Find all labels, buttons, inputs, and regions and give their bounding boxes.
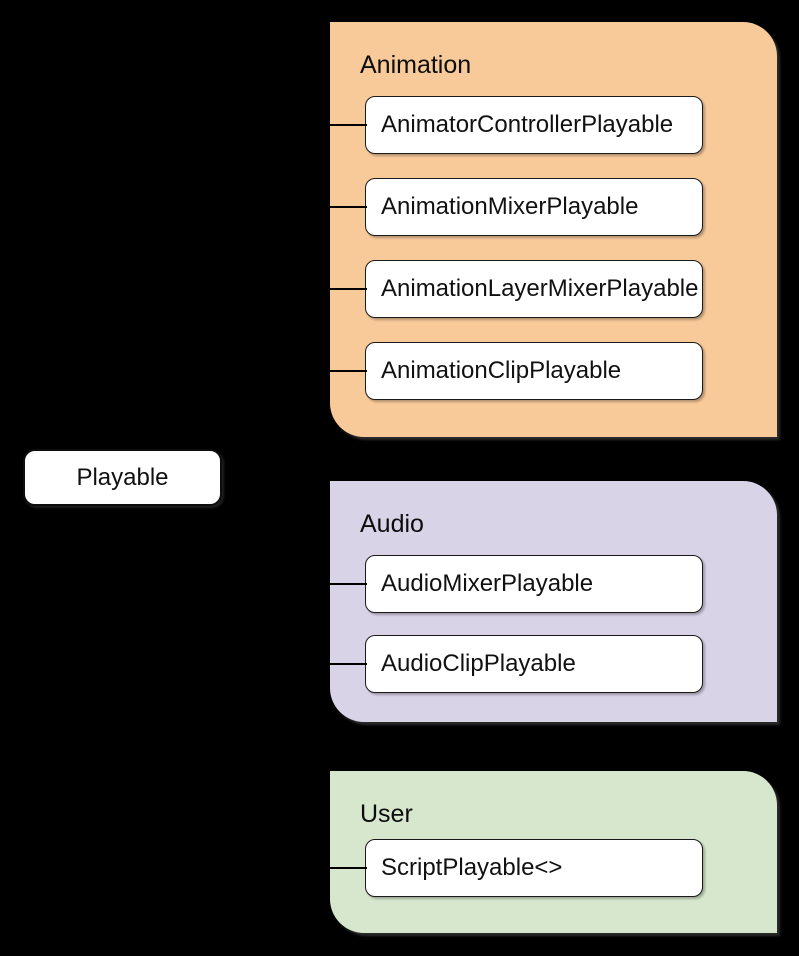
connector-line-audio-clip bbox=[222, 663, 367, 665]
group-audio-boxes: AudioMixerPlayable AudioClipPlayable bbox=[365, 555, 703, 693]
group-user-boxes: ScriptPlayable<> bbox=[365, 839, 703, 897]
node-playable: Playable bbox=[23, 449, 222, 506]
group-user: User ScriptPlayable<> bbox=[330, 771, 777, 933]
node-label: AnimatorControllerPlayable bbox=[381, 111, 674, 138]
node-label: AudioMixerPlayable bbox=[381, 570, 594, 597]
node-audio-clip-playable: AudioClipPlayable bbox=[365, 635, 703, 693]
node-animation-mixer-playable: AnimationMixerPlayable bbox=[365, 178, 703, 236]
connector-line-animator-controller bbox=[222, 124, 367, 126]
connector-line-animation-clip bbox=[222, 370, 367, 372]
node-label: AnimationLayerMixerPlayable bbox=[381, 275, 699, 302]
group-animation-title: Animation bbox=[360, 51, 472, 79]
node-audio-mixer-playable: AudioMixerPlayable bbox=[365, 555, 703, 613]
node-label: AudioClipPlayable bbox=[381, 650, 576, 677]
node-label: ScriptPlayable<> bbox=[381, 854, 563, 881]
node-label: AnimationMixerPlayable bbox=[381, 193, 639, 220]
node-animator-controller-playable: AnimatorControllerPlayable bbox=[365, 96, 703, 154]
connector-line-animation-mixer bbox=[222, 206, 367, 208]
node-animation-layer-mixer-playable: AnimationLayerMixerPlayable bbox=[365, 260, 703, 318]
group-animation: Animation AnimatorControllerPlayable Ani… bbox=[330, 22, 777, 437]
connector-line-script-playable bbox=[222, 867, 367, 869]
group-animation-boxes: AnimatorControllerPlayable AnimationMixe… bbox=[365, 96, 703, 400]
group-user-title: User bbox=[360, 800, 413, 828]
group-audio-title: Audio bbox=[360, 510, 424, 538]
node-label: Playable bbox=[76, 463, 169, 491]
node-label: AnimationClipPlayable bbox=[381, 357, 622, 384]
node-script-playable: ScriptPlayable<> bbox=[365, 839, 703, 897]
node-animation-clip-playable: AnimationClipPlayable bbox=[365, 342, 703, 400]
connector-line-animation-layer-mixer bbox=[222, 288, 367, 290]
connector-line-audio-mixer bbox=[222, 583, 367, 585]
group-audio: Audio AudioMixerPlayable AudioClipPlayab… bbox=[330, 481, 777, 722]
